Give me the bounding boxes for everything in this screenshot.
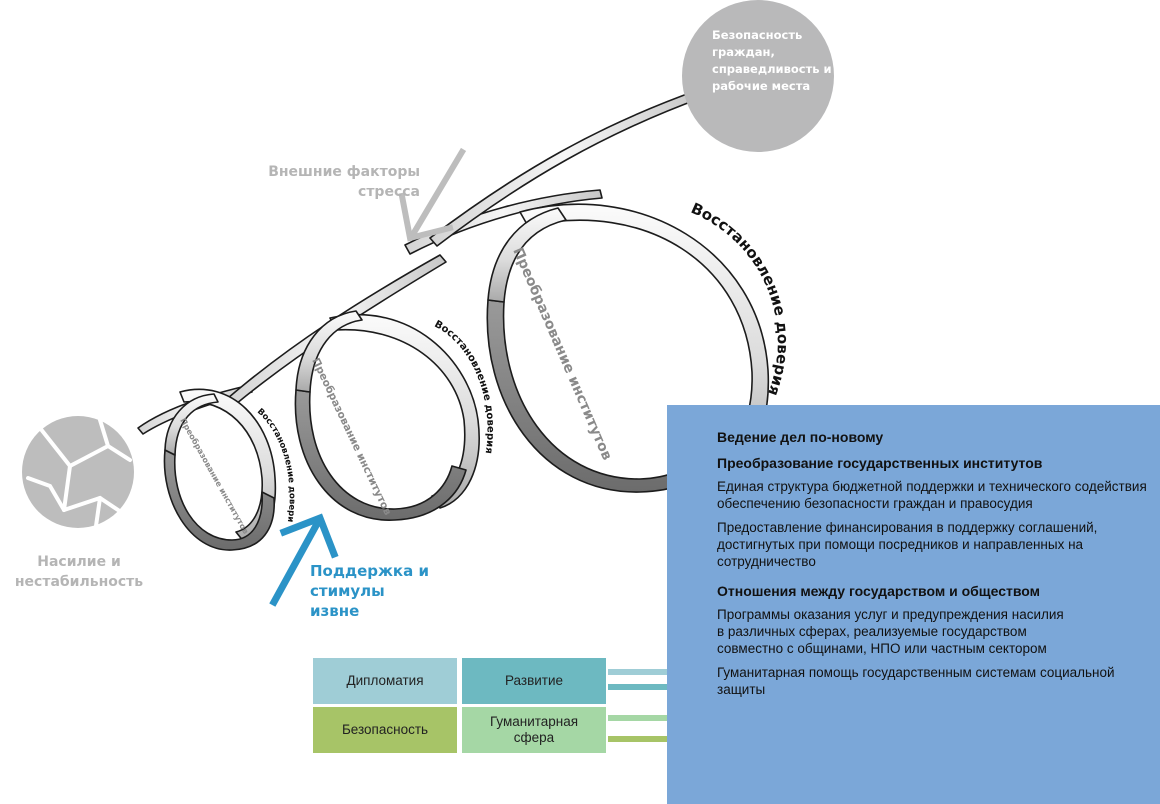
loop-2-face bbox=[295, 310, 363, 393]
box-diplomacy: Дипломатия bbox=[313, 658, 457, 704]
external-support-arrow bbox=[269, 513, 339, 607]
start-label: Насилие и нестабильность bbox=[14, 554, 144, 590]
box-humanitarian: Гуманитарная сфера bbox=[462, 707, 606, 753]
box-development: Развитие bbox=[462, 658, 606, 704]
panel-section-1-item-1: Единая структура бюджетной поддержки и т… bbox=[717, 479, 1147, 511]
external-stress-arrow bbox=[398, 147, 467, 242]
panel-section-2-item-1: Программы оказания услуг и предупреждени… bbox=[717, 607, 1064, 656]
broken-globe-icon bbox=[22, 416, 134, 528]
loop-2-back bbox=[329, 313, 480, 509]
external-support-label: Поддержка и стимулы извне bbox=[310, 562, 429, 620]
goal-bubble-label: Безопасность граждан, справедливость и р… bbox=[712, 28, 832, 93]
box-security: Безопасность bbox=[313, 707, 457, 753]
goal-bubble bbox=[682, 0, 834, 152]
loop-2-front bbox=[294, 389, 467, 521]
loop-3-face bbox=[487, 207, 567, 303]
loop-2-inner-label: Преобразование институтов bbox=[309, 356, 393, 517]
panel-section-1-item-2: Предоставление финансирования в поддержк… bbox=[717, 520, 1098, 569]
panel-title: Ведение дел по-новому bbox=[717, 429, 884, 445]
box-connectors bbox=[608, 669, 668, 742]
panel-section-2-item-2: Гуманитарная помощь государственным сист… bbox=[717, 665, 1115, 697]
external-stress-label: Внешние факторы стресса bbox=[268, 164, 420, 200]
info-panel: Ведение дел по-новому Преобразование гос… bbox=[667, 405, 1160, 804]
panel-section-1-heading: Преобразование государственных институто… bbox=[717, 455, 1043, 471]
loop-1-face bbox=[164, 393, 219, 456]
ribbon-spiral bbox=[137, 89, 770, 551]
loop-1-front bbox=[163, 449, 275, 551]
panel-section-2-heading: Отношения между государством и обществом bbox=[717, 583, 1040, 599]
